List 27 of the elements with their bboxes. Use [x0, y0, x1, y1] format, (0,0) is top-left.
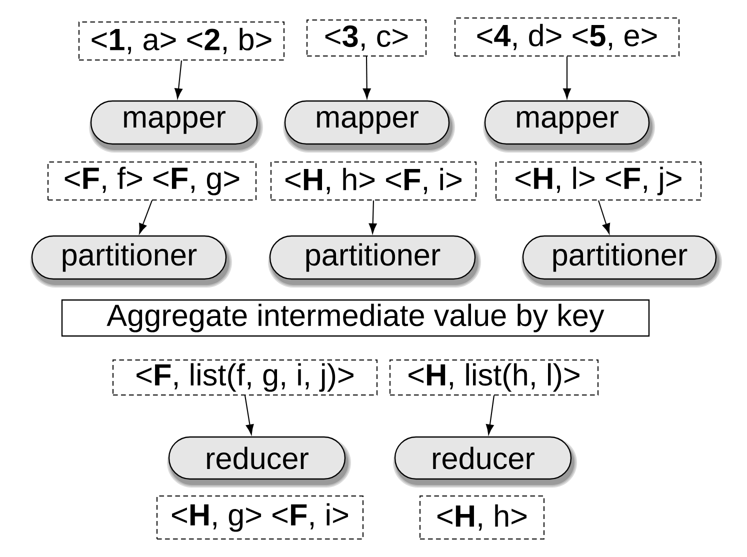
- key-value-box: <H, h> <F, i>: [270, 162, 476, 200]
- arrow: [563, 56, 571, 99]
- process-box: partitioner: [521, 235, 722, 288]
- key-value-box: <3, c>: [306, 20, 426, 56]
- key-value-box: <H, l> <F, j>: [496, 162, 702, 200]
- key-value-box: <4, d> <5, e>: [454, 18, 680, 56]
- arrow: [486, 395, 495, 435]
- arrow: [174, 60, 182, 99]
- process-box: mapper: [483, 100, 655, 153]
- arrow: [598, 200, 610, 234]
- arrow: [362, 56, 371, 99]
- key-value-box: <F, f> <F, g>: [48, 162, 256, 200]
- key-value-box: <H, h>: [420, 496, 544, 540]
- process-box: reducer: [393, 436, 577, 488]
- arrow: [244, 395, 254, 435]
- process-box: partitioner: [30, 235, 232, 288]
- key-value-box: <1, a> <2, b>: [78, 22, 284, 60]
- aggregate-box: Aggregate intermediate value by key: [61, 299, 650, 337]
- key-value-box: <H, list(h, l)>: [390, 360, 598, 396]
- process-box: mapper: [283, 100, 455, 153]
- key-value-box: <H, g> <F, i>: [156, 496, 364, 540]
- process-box: mapper: [89, 100, 263, 153]
- key-value-box: <F, list(f, g, i, j)>: [112, 360, 378, 396]
- process-box: partitioner: [268, 235, 481, 288]
- process-box: reducer: [167, 436, 351, 488]
- arrow: [139, 200, 152, 234]
- arrow: [368, 200, 377, 234]
